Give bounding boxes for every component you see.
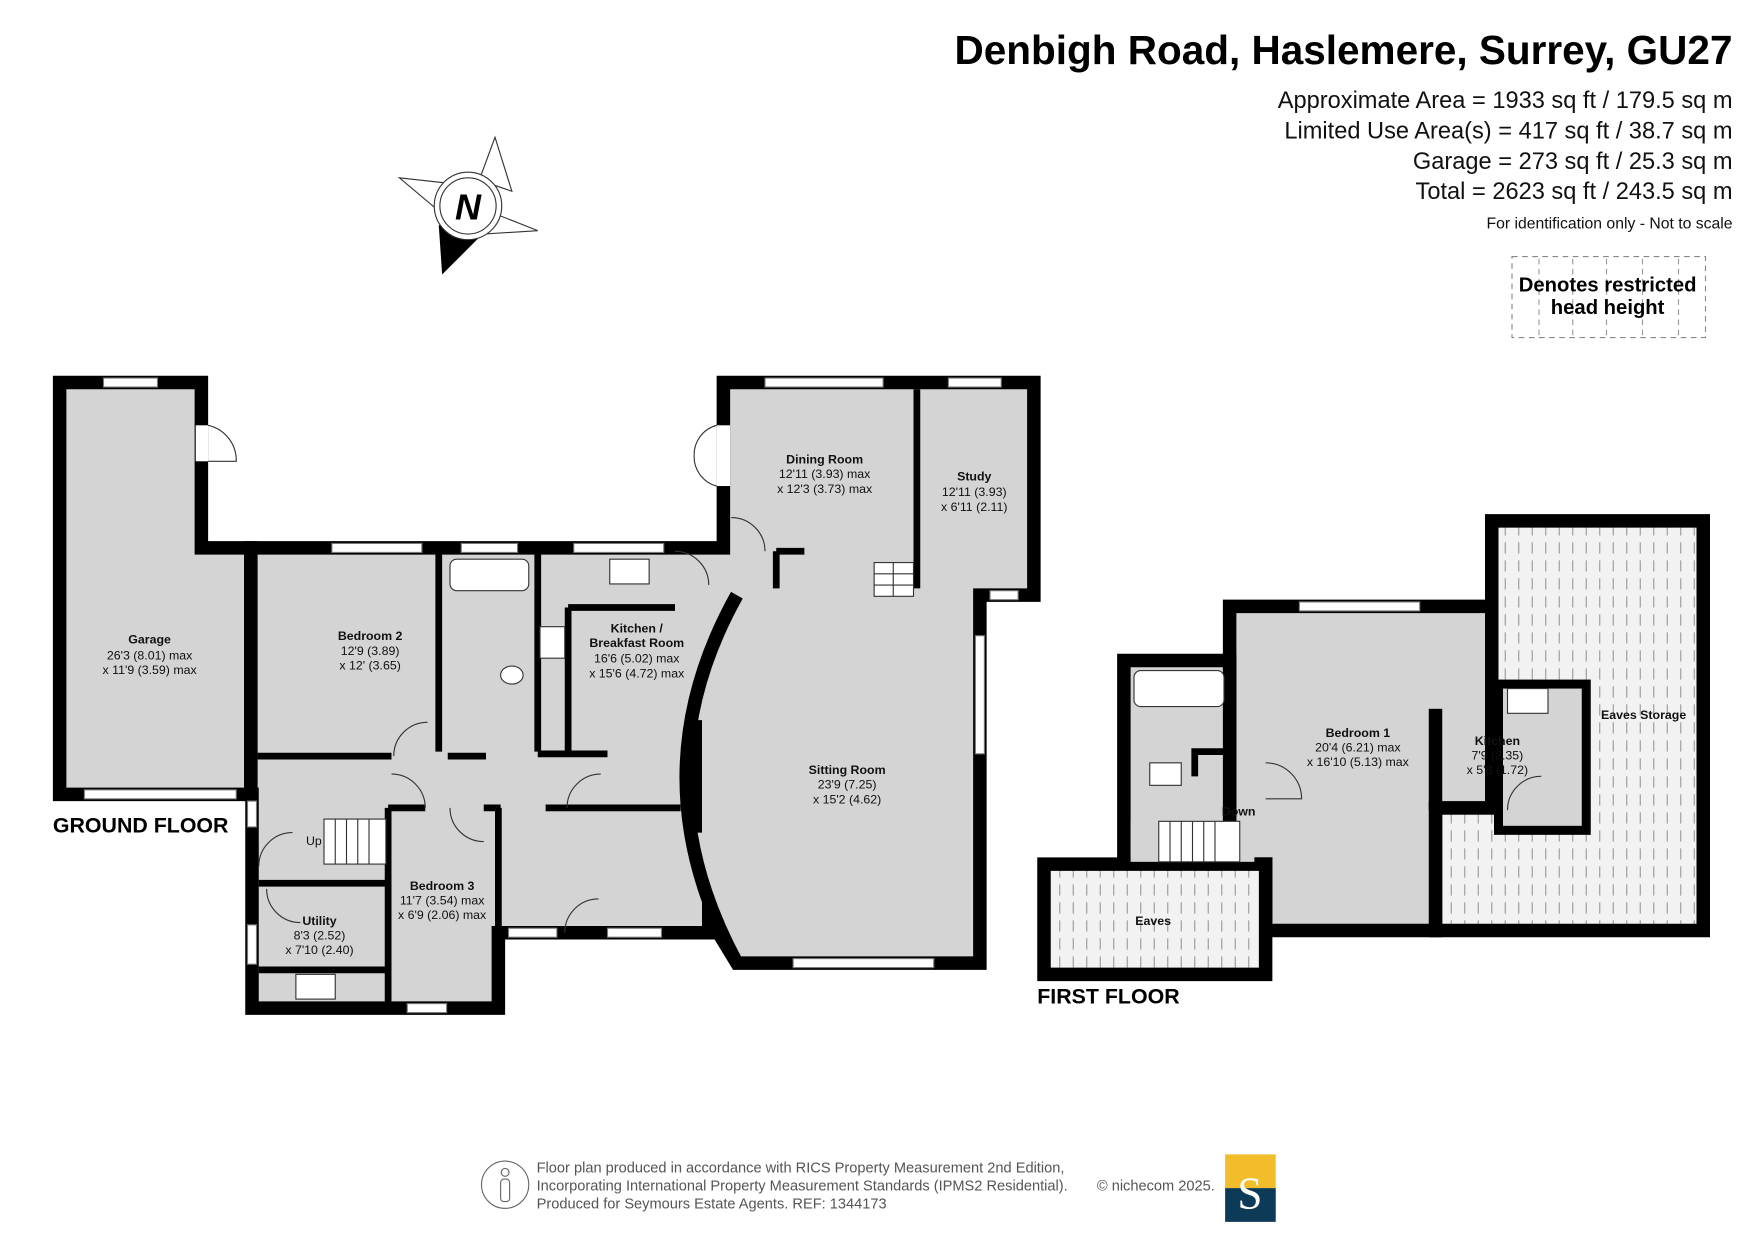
- ground-floor: GROUND FLOOR Up Garage 26'3 (8.01) max x…: [52, 375, 1041, 1015]
- garage-dim-2: x 11'9 (3.59) max: [103, 663, 198, 677]
- kitchen-dim-2: x 15'6 (4.72) max: [589, 666, 685, 680]
- person-icon: [480, 1160, 530, 1209]
- study-name: Study: [957, 469, 991, 483]
- ground-stairs: [323, 561, 915, 865]
- study-dim-2: x 6'11 (2.11): [941, 500, 1007, 514]
- limited-use-area: Limited Use Area(s) = 417 sq ft / 38.7 s…: [1284, 118, 1732, 144]
- footer-line-1: Floor plan produced in accordance with R…: [537, 1160, 1065, 1176]
- approximate-area: Approximate Area = 1933 sq ft / 179.5 sq…: [1278, 88, 1733, 114]
- ground-floor-label: GROUND FLOOR: [53, 814, 229, 838]
- bedroom1-dim-1: 20'4 (6.21) max: [1315, 741, 1401, 755]
- dining-dim-2: x 12'3 (3.73) max: [777, 482, 873, 496]
- garage-dim-1: 26'3 (8.01) max: [107, 648, 193, 662]
- study-dim-1: 12'11 (3.93): [942, 485, 1007, 499]
- dining-name: Dining Room: [786, 453, 863, 467]
- footer-line-3: Produced for Seymours Estate Agents. REF…: [537, 1196, 887, 1212]
- eaves-name: Eaves: [1135, 914, 1171, 928]
- sitting-dim-1: 23'9 (7.25): [818, 778, 877, 792]
- sitting-dim-2: x 15'2 (4.62): [813, 792, 881, 806]
- garage-name: Garage: [128, 633, 171, 647]
- garage-area: Garage = 273 sq ft / 25.3 sq m: [1413, 149, 1733, 175]
- bedroom1-dim-2: x 16'10 (5.13) max: [1307, 755, 1410, 769]
- eaves-area: [1037, 857, 1273, 982]
- bedroom1-name: Bedroom 1: [1326, 726, 1391, 740]
- footer-line-2: Incorporating International Property Mea…: [537, 1178, 1068, 1194]
- kitchen2-name: Kitchen: [1475, 734, 1520, 748]
- total-area: Total = 2623 sq ft / 243.5 sq m: [1416, 179, 1733, 205]
- kitchen-name-2: Breakfast Room: [589, 636, 684, 650]
- plan-title: Denbigh Road, Haslemere, Surrey, GU27: [955, 27, 1733, 73]
- stairs-up-label: Up: [306, 834, 322, 848]
- sitting-name: Sitting Room: [809, 763, 886, 777]
- logo-letter: S: [1237, 1168, 1262, 1218]
- dining-dim-1: 12'11 (3.93) max: [779, 467, 871, 481]
- footer: Floor plan produced in accordance with R…: [480, 1154, 1276, 1222]
- bedroom3-dim-2: x 6'9 (2.06) max: [398, 908, 487, 922]
- compass-letter: N: [455, 186, 482, 227]
- bedroom3-dim-1: 11'7 (3.54) max: [400, 894, 485, 908]
- bedroom3-name: Bedroom 3: [410, 879, 475, 893]
- eaves-storage-name: Eaves Storage: [1601, 708, 1686, 722]
- kitchen-dim-1: 16'6 (5.02) max: [594, 652, 680, 666]
- first-floor-label: FIRST FLOOR: [1037, 985, 1179, 1009]
- stairs-down-label: Down: [1222, 805, 1256, 819]
- compass-north-icon: N: [397, 135, 538, 275]
- legend-line-2: head height: [1551, 297, 1665, 319]
- bedroom2-dim-1: 12'9 (3.89): [341, 644, 400, 658]
- bedroom2-dim-2: x 12' (3.65): [339, 658, 400, 672]
- kitchen-name-1: Kitchen /: [611, 621, 664, 635]
- footer-copyright: © nichecom 2025.: [1097, 1178, 1215, 1194]
- legend-line-1: Denotes restricted: [1519, 274, 1697, 296]
- restricted-height-legend: Denotes restricted head height: [1511, 255, 1707, 339]
- seymours-logo: S: [1225, 1154, 1276, 1222]
- kitchen2-dim-1: 7'9 (2.35): [1471, 748, 1523, 762]
- utility-name: Utility: [302, 914, 336, 928]
- utility-dim-2: x 7'10 (2.40): [285, 943, 353, 957]
- garage-room: [52, 375, 258, 802]
- utility-dim-1: 8'3 (2.52): [294, 928, 346, 942]
- scale-note: For identification only - Not to scale: [1487, 215, 1733, 232]
- bedroom2-name: Bedroom 2: [338, 629, 403, 643]
- kitchen2-dim-2: x 5'8 (1.72): [1467, 763, 1528, 777]
- first-floor: FIRST FLOOR Down Bedroom 1 20'4 (6.21) m…: [1037, 514, 1710, 1009]
- first-stairs: [1158, 820, 1241, 863]
